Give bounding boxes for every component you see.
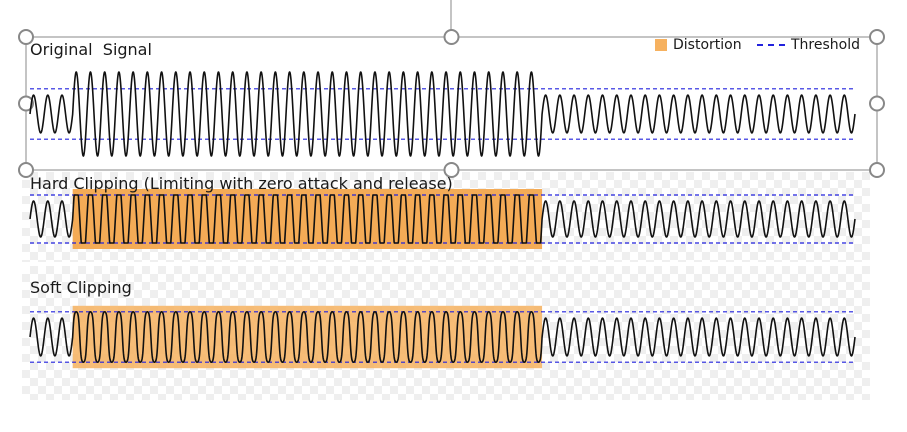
legend-threshold-label: Threshold xyxy=(791,37,860,53)
legend-threshold: Threshold xyxy=(757,37,860,53)
legend-distortion-label: Distortion xyxy=(673,37,742,53)
resize-handle[interactable] xyxy=(443,29,460,45)
signal-waveform xyxy=(29,311,856,363)
resize-handle[interactable] xyxy=(443,162,460,178)
resize-handle[interactable] xyxy=(18,29,34,45)
resize-handle[interactable] xyxy=(869,162,885,178)
panel-hard-clipping xyxy=(29,189,856,249)
resize-handle[interactable] xyxy=(18,162,34,178)
resize-handle[interactable] xyxy=(18,95,34,112)
panel-soft-clipping xyxy=(29,305,856,369)
signal-waveform xyxy=(29,71,856,157)
panel-original-signal xyxy=(29,71,856,157)
selection-frame[interactable] xyxy=(18,0,885,178)
title-hard-clipping: Hard Clipping (Limiting with zero attack… xyxy=(30,174,453,193)
resize-handle[interactable] xyxy=(869,29,885,45)
distortion-swatch-icon xyxy=(655,39,667,51)
threshold-dash-icon xyxy=(757,44,785,46)
title-original-signal: Original Signal xyxy=(30,40,152,59)
legend-distortion: Distortion xyxy=(655,37,742,53)
title-soft-clipping: Soft Clipping xyxy=(30,278,132,297)
resize-handle[interactable] xyxy=(869,95,885,112)
signal-waveform xyxy=(29,194,856,244)
